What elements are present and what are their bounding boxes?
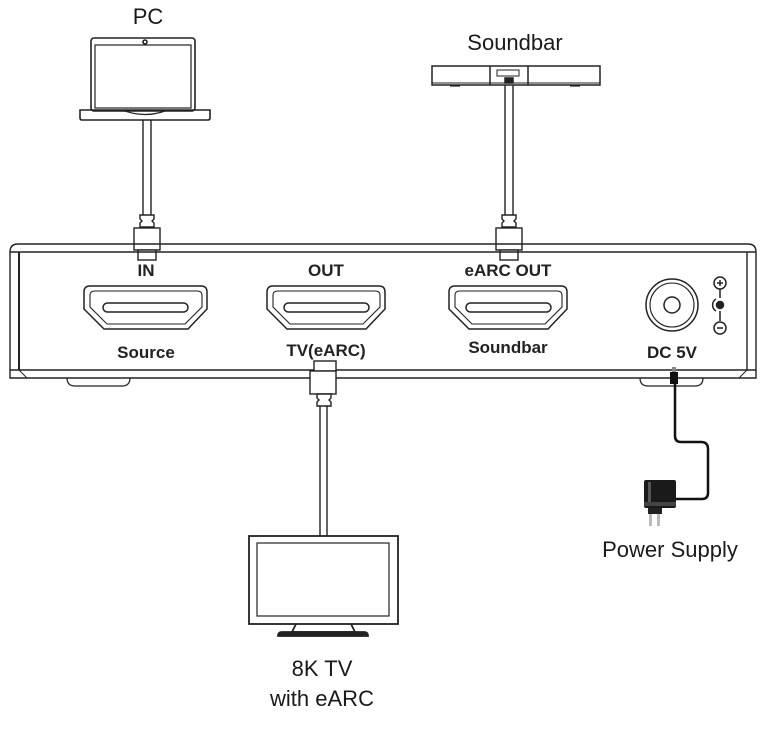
hdmi-port-out xyxy=(266,285,386,330)
earc-extractor-device xyxy=(9,243,757,387)
port-earc-out-sublabel: Soundbar xyxy=(468,338,548,357)
dc-label: DC 5V xyxy=(647,343,698,362)
tv-label-line2: with eARC xyxy=(269,686,374,711)
port-out-label: OUT xyxy=(308,261,345,280)
soundbar-label: Soundbar xyxy=(467,30,562,55)
pc-label: PC xyxy=(133,4,164,29)
soundbar-hdmi-cable xyxy=(495,85,523,261)
tv-label-line1: 8K TV xyxy=(292,656,353,681)
hdmi-port-earc-out xyxy=(448,285,568,330)
polarity-icon xyxy=(711,276,727,335)
power-adapter-icon xyxy=(644,480,676,526)
port-earc-out-label: eARC OUT xyxy=(465,261,553,280)
port-in-label: IN xyxy=(138,261,155,280)
dc-power-jack xyxy=(645,278,699,332)
laptop-icon xyxy=(79,37,211,121)
port-in-sublabel: Source xyxy=(117,343,175,362)
power-cable xyxy=(670,367,710,501)
tv-icon xyxy=(248,535,399,637)
soundbar-icon xyxy=(431,65,601,87)
hdmi-port-in xyxy=(83,285,208,330)
port-out-sublabel: TV(eARC) xyxy=(286,341,365,360)
tv-hdmi-cable xyxy=(309,360,337,536)
power-supply-label: Power Supply xyxy=(602,537,738,562)
pc-hdmi-cable xyxy=(133,120,161,261)
